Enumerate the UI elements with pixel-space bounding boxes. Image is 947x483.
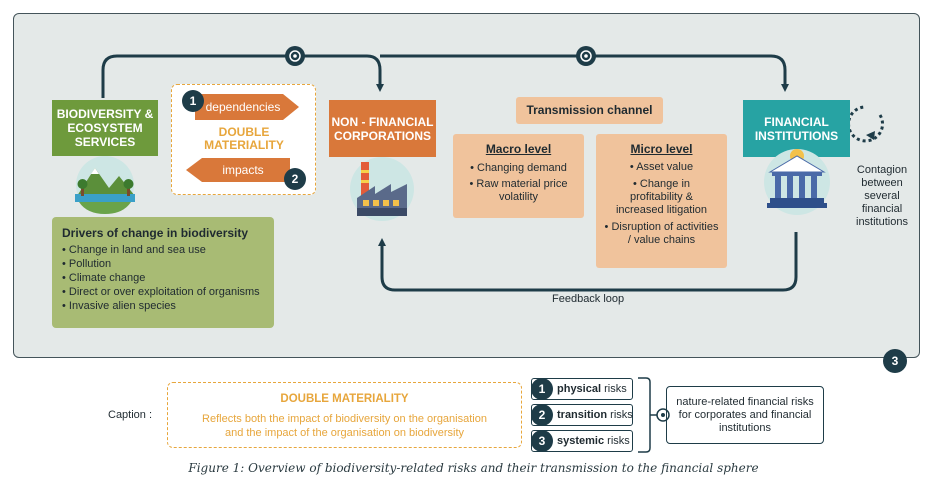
drivers-item: • Climate change xyxy=(62,272,146,284)
impacts-arrow xyxy=(186,158,290,182)
bank-icon xyxy=(764,149,830,215)
macro-level-box: Macro level • Changing demand • Raw mate… xyxy=(453,134,584,218)
badge-1: 1 xyxy=(182,90,204,112)
nature-risks-box: nature-related financial risks for corpo… xyxy=(666,386,824,444)
dependencies-arrow xyxy=(195,94,299,120)
badge-3: 3 xyxy=(883,349,907,373)
risk-label: transition risks xyxy=(557,409,633,421)
drivers-box: Drivers of change in biodiversity • Chan… xyxy=(52,217,274,328)
fi-box: FINANCIAL INSTITUTIONS xyxy=(743,100,850,157)
drivers-title: Drivers of change in biodiversity xyxy=(62,226,249,240)
caption-label: Caption : xyxy=(108,409,153,421)
nfc-title: NON - FINANCIAL CORPORATIONS xyxy=(331,114,434,143)
figure-title: Figure 1: Overview of biodiversity-relat… xyxy=(188,461,759,475)
transmission-channel-title: Transmission channel xyxy=(516,97,663,124)
caption-dm-line2: and the impact of the organisation on bi… xyxy=(224,427,465,439)
drivers-item: • Invasive alien species xyxy=(62,300,176,312)
factory-icon xyxy=(350,157,414,221)
caption-double-materiality: DOUBLE MATERIALITY Reflects both the imp… xyxy=(167,382,522,448)
drivers-list: • Change in land and sea use • Pollution… xyxy=(62,243,274,313)
arrow-to-fi xyxy=(380,54,789,92)
micro-item: • Change in profitability & increased li… xyxy=(615,178,708,216)
micro-level-title: Micro level xyxy=(630,142,693,156)
feedback-loop-label: Feedback loop xyxy=(552,293,625,305)
drivers-item: • Direct or over exploitation of organis… xyxy=(62,286,260,298)
risk-label: systemic risks xyxy=(557,435,630,447)
caption-dm-line1: Reflects both the impact of biodiversity… xyxy=(202,413,487,425)
caption-bracket xyxy=(638,377,670,453)
macro-item: • Raw material price volatility xyxy=(469,178,568,203)
nfc-box: NON - FINANCIAL CORPORATIONS xyxy=(329,100,436,157)
micro-item: • Asset value xyxy=(629,161,694,173)
drivers-item: • Pollution xyxy=(62,258,112,270)
contagion-label: Contagion between several financial inst… xyxy=(856,164,908,228)
contagion-cycle-icon xyxy=(847,105,885,143)
feedback-loop-path xyxy=(378,232,798,292)
macro-level-title: Macro level xyxy=(485,142,552,156)
impacts-label: impacts xyxy=(222,163,264,177)
macro-item: • Changing demand xyxy=(470,162,567,174)
risk-badge: 1 xyxy=(531,378,553,400)
landscape-icon xyxy=(75,156,135,214)
drivers-item: • Change in land and sea use xyxy=(62,244,206,256)
micro-item: • Disruption of activities / value chain… xyxy=(604,221,719,246)
biodiversity-box: BIODIVERSITY & ECOSYSTEM SERVICES xyxy=(52,100,158,156)
micro-level-box: Micro level • Asset value • Change in pr… xyxy=(596,134,727,268)
badge-2: 2 xyxy=(284,168,306,190)
caption-dm-title: DOUBLE MATERIALITY xyxy=(280,393,409,405)
arrow-bio-to-nfc xyxy=(101,54,384,98)
risk-label: physical risks xyxy=(557,383,627,395)
risk-badge: 3 xyxy=(531,430,553,452)
fi-title: FINANCIAL INSTITUTIONS xyxy=(754,114,839,143)
biodiversity-title: BIODIVERSITY & ECOSYSTEM SERVICES xyxy=(56,107,154,149)
dependencies-label: dependencies xyxy=(205,100,281,114)
risk-badge: 2 xyxy=(531,404,553,426)
double-materiality-title: DOUBLE MATERIALITY xyxy=(204,125,284,152)
